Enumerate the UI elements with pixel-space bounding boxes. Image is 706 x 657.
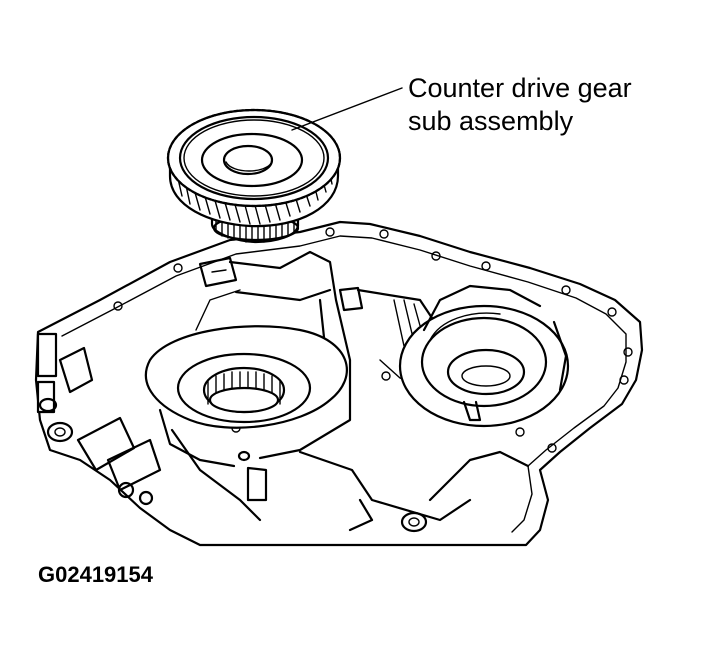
- callout-label: Counter drive gear sub assembly: [408, 72, 632, 138]
- housing-ribs: [170, 250, 530, 533]
- callout-label-line2: sub assembly: [408, 106, 574, 136]
- differential-bearing-bore: [398, 284, 570, 428]
- callout-label-line1: Counter drive gear: [408, 73, 632, 103]
- callout-leader-line: [291, 87, 403, 131]
- counter-drive-gear: [166, 108, 342, 244]
- counter-bearing-bore: [144, 325, 348, 468]
- figure-id: G02419154: [38, 562, 153, 587]
- left-bolt-bosses: [36, 332, 162, 506]
